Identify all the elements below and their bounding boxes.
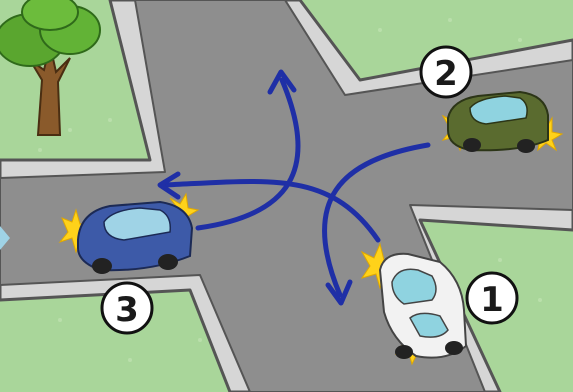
badge-car-1-number: 1: [480, 280, 504, 320]
badge-car-2: 2: [421, 47, 471, 97]
badge-car-3: 3: [102, 283, 152, 333]
badge-car-1: 1: [467, 273, 517, 323]
badge-car-2-number: 2: [434, 54, 458, 94]
badge-car-3-number: 3: [115, 290, 139, 330]
